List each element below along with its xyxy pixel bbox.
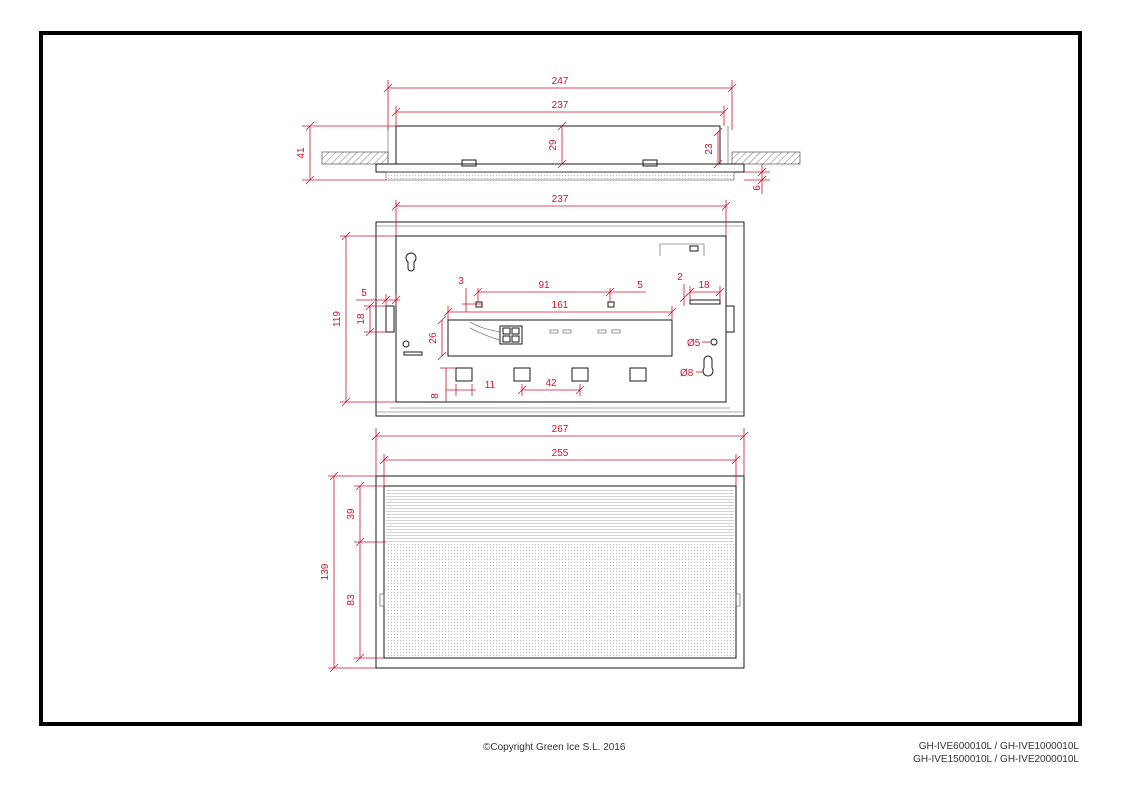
dim-42: 42 <box>545 378 557 389</box>
model-numbers: GH-IVE600010L / GH-IVE1000010L GH-IVE150… <box>913 740 1079 766</box>
clip-2 <box>642 159 658 167</box>
keyhole-top-left <box>405 252 417 272</box>
copyright-text: ©Copyright Green Ice S.L. 2016 <box>483 742 626 753</box>
right-slot <box>689 299 721 305</box>
dim-5-right: 5 <box>637 280 643 291</box>
dim-267: 267 <box>552 424 569 435</box>
slot-3 <box>571 367 589 382</box>
gear-tray <box>447 319 673 357</box>
dim-237-top: 237 <box>552 100 569 111</box>
dim-237-base: 237 <box>552 194 569 205</box>
dim-2: 2 <box>677 272 683 283</box>
base-view: 237 119 5 18 3 91 5 <box>332 194 745 417</box>
dim-39: 39 <box>346 508 357 520</box>
side-clip-right <box>725 305 735 333</box>
dim-119: 119 <box>332 311 343 327</box>
dim-11: 11 <box>485 380 496 391</box>
dim-161: 161 <box>552 300 569 311</box>
side-view: 247 237 41 29 23 6 <box>296 76 801 194</box>
dim-91: 91 <box>538 280 550 291</box>
sign-panel <box>386 490 734 542</box>
dim-255: 255 <box>552 448 569 459</box>
dim-18-left: 18 <box>356 313 367 325</box>
models-line-1: GH-IVE600010L / GH-IVE1000010L <box>918 741 1079 752</box>
dim-26: 26 <box>428 332 439 344</box>
front-inner <box>383 485 737 659</box>
hook-slot <box>689 245 699 252</box>
dim-83: 83 <box>346 594 357 606</box>
models-line-2: GH-IVE1500010L / GH-IVE2000010L <box>913 754 1079 765</box>
drawing-frame <box>39 31 1082 726</box>
connector <box>499 325 523 345</box>
dim-o8: Ø8 <box>680 368 694 379</box>
slot-4 <box>629 367 647 382</box>
clip-1 <box>461 159 477 167</box>
hole-left <box>402 340 410 348</box>
side-clip-left <box>385 305 395 333</box>
hole-5 <box>710 338 718 346</box>
side-diffuser <box>385 171 735 181</box>
dim-8: 8 <box>430 393 441 399</box>
front-outer <box>375 475 745 669</box>
side-flange <box>375 163 745 173</box>
ceiling-right <box>731 151 801 165</box>
front-view: 267 255 139 39 83 <box>320 424 749 673</box>
slot-2 <box>513 367 531 382</box>
slot-1 <box>455 367 473 382</box>
dim-41: 41 <box>296 147 307 159</box>
dim-23: 23 <box>704 143 715 155</box>
dim-29: 29 <box>548 139 559 151</box>
base-outer <box>375 221 745 417</box>
dim-6: 6 <box>752 185 763 191</box>
diffuser-panel <box>386 542 734 656</box>
dim-18-right: 18 <box>698 280 710 291</box>
dim-5-left: 5 <box>361 288 367 299</box>
keyhole-right <box>702 355 714 377</box>
dim-247: 247 <box>552 76 569 87</box>
base-inner <box>395 235 727 403</box>
dim-o5: Ø5 <box>687 338 701 349</box>
dim-3: 3 <box>458 276 464 287</box>
ceiling-left <box>321 151 389 165</box>
dim-139: 139 <box>320 563 331 580</box>
